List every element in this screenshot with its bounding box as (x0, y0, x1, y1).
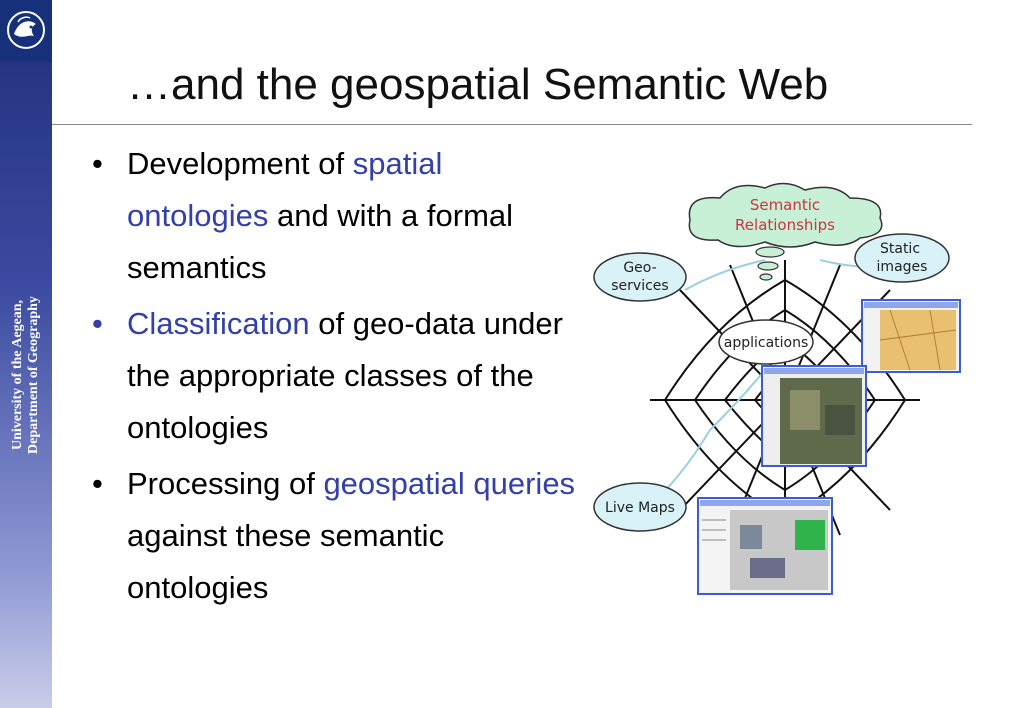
bullet-item: • Development of spatial ontologies and … (90, 138, 580, 294)
title-divider (52, 124, 972, 125)
university-logo (0, 0, 52, 62)
bullet-text-before: Processing of (127, 466, 324, 501)
static-image-window (861, 299, 961, 373)
bullet-highlight: spatial ontologies (127, 146, 443, 233)
live-maps-bubble: Live Maps (593, 482, 687, 532)
semantic-web-illustration: Semantic Relationships Geo- services Sta… (593, 182, 961, 595)
applications-bubble: applications (718, 319, 814, 365)
sidebar-university: University of the Aegean, (10, 299, 25, 451)
static-images-line2: images (877, 259, 928, 275)
bullet-text-after: against these semantic ontologies (127, 518, 445, 605)
application-window (761, 365, 867, 467)
bullet-highlight: geospatial queries (323, 466, 576, 501)
bullet-text-after: and with a formal semantics (127, 198, 514, 285)
live-map-window (697, 497, 833, 595)
bullet-dot: • (92, 146, 103, 181)
sidebar-band: University of the Aegean, Department of … (0, 0, 52, 708)
logo-emblem-icon (7, 11, 45, 49)
static-images-line1: Static (880, 241, 920, 257)
cloud-label-line1: Semantic (750, 196, 820, 214)
bullet-text-after: of geo-data under the appropriate classe… (127, 306, 563, 445)
bullet-highlight: Classification (127, 306, 310, 341)
bullet-item: • Classification of geo-data under the a… (90, 298, 580, 454)
bullet-dot: • (92, 466, 103, 501)
slide-title: …and the geospatial Semantic Web (127, 60, 829, 109)
applications-label: applications (724, 335, 809, 351)
live-maps-label: Live Maps (605, 500, 675, 516)
bullet-list: • Development of spatial ontologies and … (90, 138, 580, 618)
sidebar-department: Department of Geography (26, 296, 41, 454)
geo-services-line1: Geo- (623, 260, 656, 276)
static-images-bubble: Static images (854, 233, 950, 283)
sidebar-caption: University of the Aegean, Department of … (10, 296, 42, 454)
geo-services-bubble: Geo- services (593, 252, 687, 302)
semantic-relationships-cloud: Semantic Relationships (688, 182, 883, 281)
bullet-text-before: Development of (127, 146, 353, 181)
bullet-dot: • (92, 306, 103, 341)
geo-services-line2: services (611, 278, 668, 294)
cloud-label-line2: Relationships (735, 216, 835, 234)
bullet-item: • Processing of geospatial queries again… (90, 458, 580, 614)
